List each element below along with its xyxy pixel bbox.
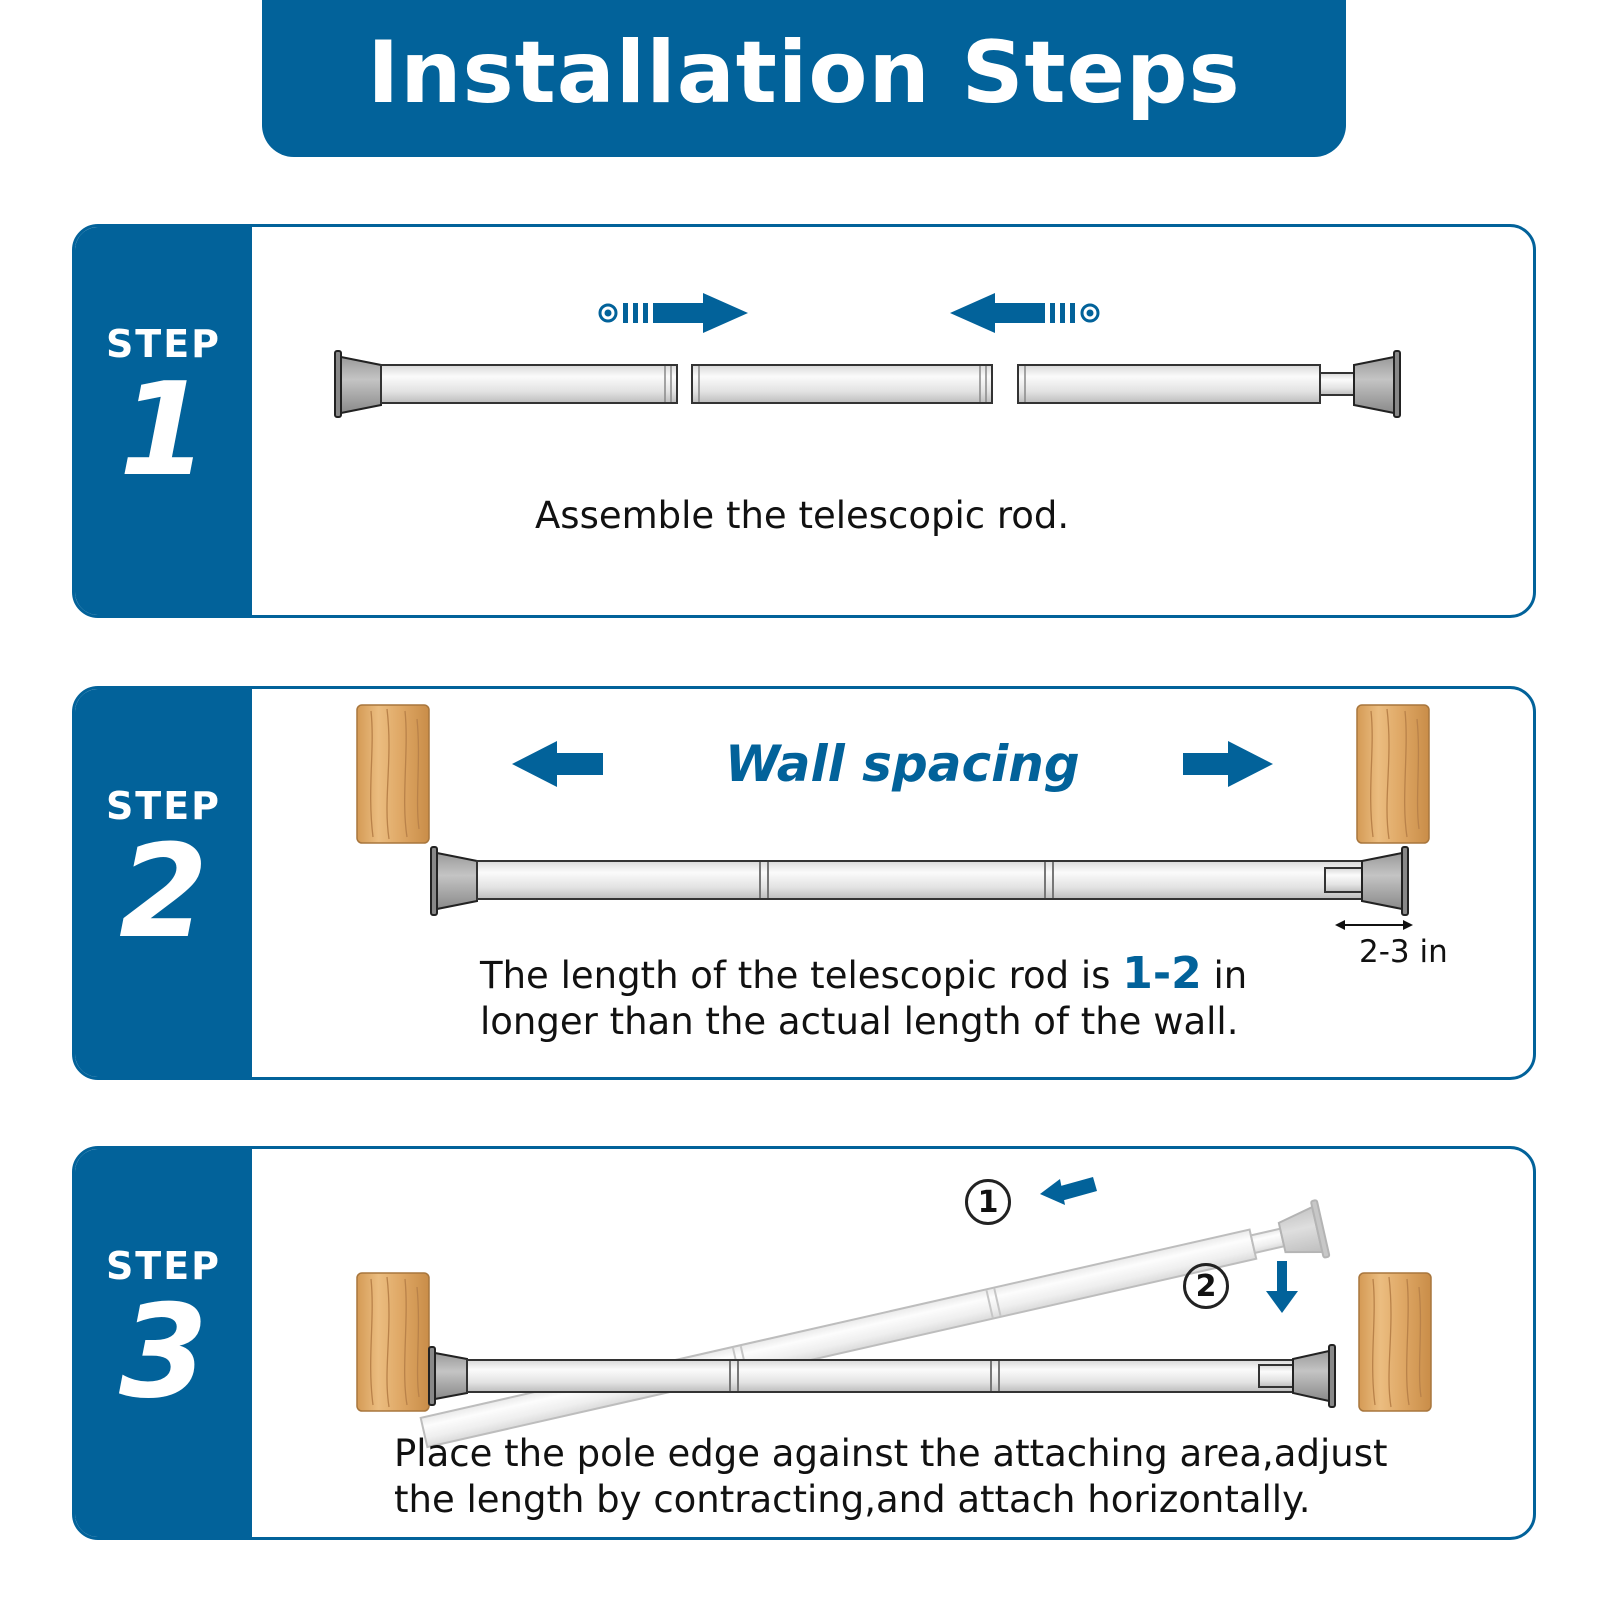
step-2-illustration (356, 704, 1430, 930)
rod-segment-1 (380, 364, 678, 404)
step-1-illustration (334, 293, 1401, 418)
rod-end-cap-right (1353, 350, 1401, 418)
step-1-caption: Assemble the telescopic rod. (535, 494, 1070, 537)
tilted-rod (419, 1199, 1331, 1449)
step-3-label: STEP (105, 1244, 222, 1288)
step-3-illustration (356, 1177, 1432, 1449)
rod-end-cap-left (334, 350, 382, 418)
step-2-badge: STEP 2 (75, 689, 252, 1077)
step-3-caption: Place the pole edge against the attachin… (394, 1431, 1387, 1523)
arrow-left-icon (512, 741, 603, 787)
step-2-caption-line-1: The length of the telescopic rod is 1-2 … (480, 951, 1247, 999)
page-title: Installation Steps (367, 22, 1241, 123)
step-3-caption-line-2: the length by contracting,and attach hor… (394, 1478, 1311, 1521)
step-marker-1: 1 (965, 1179, 1011, 1225)
step-marker-2: 2 (1183, 1263, 1229, 1309)
rod-segment-2 (691, 364, 993, 404)
step-3-number: 3 (118, 1278, 209, 1427)
step-1-number: 1 (118, 356, 209, 505)
step-1-badge: STEP 1 (75, 227, 252, 615)
down-arrow-icon (1266, 1261, 1298, 1313)
step-2-label: STEP (105, 784, 222, 828)
telescopic-rod (430, 846, 1409, 916)
step-2-caption: The length of the telescopic rod is 1-2 … (480, 951, 1247, 1045)
step-1-label: STEP (105, 322, 222, 366)
step-2-card: STEP 2 (72, 686, 1536, 1080)
arrow-right-icon (1183, 741, 1273, 787)
push-right-arrow-icon (598, 293, 748, 333)
wall-block-left (356, 704, 430, 844)
wall-block-left (356, 1272, 430, 1412)
push-left-arrow-icon (950, 293, 1100, 333)
step-2-number: 2 (118, 818, 209, 967)
title-banner: Installation Steps (262, 0, 1346, 157)
step-3-badge: STEP 3 (75, 1149, 252, 1537)
measure-label: 2-3 in (1359, 934, 1448, 970)
caption-text: The length of the telescopic rod is (480, 954, 1123, 997)
measure-arrow-icon (1335, 920, 1413, 930)
step-3-caption-line-1: Place the pole edge against the attachin… (394, 1432, 1388, 1475)
wall-spacing-label: Wall spacing (725, 735, 1080, 793)
horizontal-rod (428, 1344, 1336, 1408)
rod-segment-3 (1017, 364, 1355, 404)
step-2-caption-line-2: longer than the actual length of the wal… (480, 1000, 1239, 1043)
caption-highlight: 1-2 (1122, 948, 1202, 999)
wall-block-right (1358, 1272, 1432, 1412)
step-1-card: STEP 1 (72, 224, 1536, 618)
wall-block-right (1356, 704, 1430, 844)
step-3-card: STEP 3 (72, 1146, 1536, 1540)
contract-arrow-icon (1040, 1177, 1097, 1205)
caption-text: in (1201, 954, 1248, 997)
